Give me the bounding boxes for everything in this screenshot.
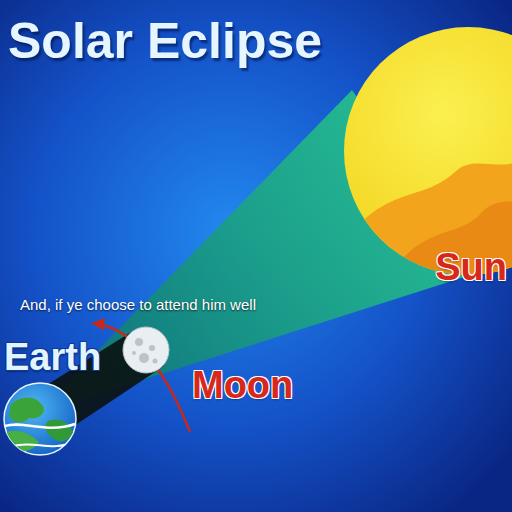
earth-cloud [5, 424, 75, 428]
moon-node: Moon [122, 326, 170, 374]
earth-node: Earth [3, 382, 77, 456]
earth-cloud [13, 442, 73, 446]
title: Solar Eclipse [8, 16, 322, 66]
node-shape [122, 326, 170, 374]
caption-subtitle: And, if ye choose to attend him well [20, 297, 256, 312]
moon-crater [149, 345, 155, 351]
node-label: Moon [192, 366, 293, 404]
earth-disc [4, 383, 76, 455]
moon-crater [135, 338, 143, 346]
node-label: Sun [435, 248, 507, 286]
node-label: Earth [4, 338, 101, 376]
sun-disc [344, 27, 512, 275]
earth-land [45, 420, 73, 442]
sun-node: Sun [343, 26, 512, 276]
moon-disc [123, 327, 169, 373]
moon-crater [132, 351, 136, 355]
moon-crater [153, 359, 158, 364]
node-shape [3, 382, 77, 456]
earth-land [9, 397, 44, 422]
node-shape [343, 26, 512, 276]
orbit-arrow [93, 323, 190, 432]
moon-crater [139, 353, 149, 363]
earth-land [7, 431, 39, 452]
